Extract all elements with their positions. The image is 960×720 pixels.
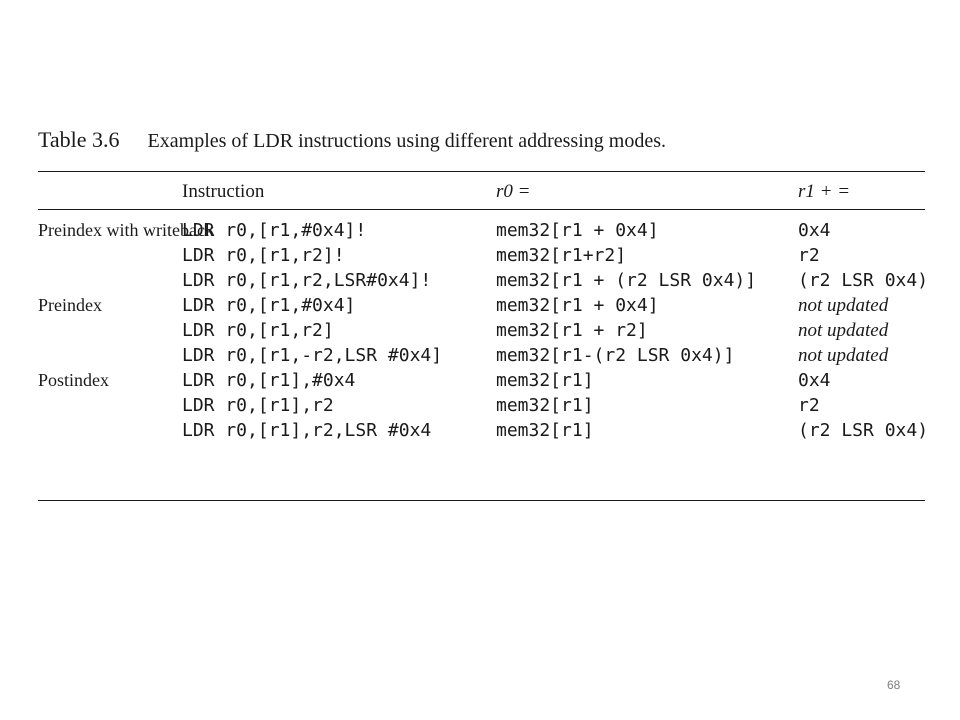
r1-update-cell: 0x4 (798, 370, 831, 391)
instruction-cell: LDR r0,[r1,#0x4] (182, 295, 356, 316)
instruction-cell: LDR r0,[r1,#0x4]! (182, 220, 367, 241)
r0-value-cell: mem32[r1 + 0x4] (496, 220, 659, 241)
header-instruction: Instruction (182, 180, 265, 202)
table-row: Preindex LDR r0,[r1,#0x4] mem32[r1 + 0x4] n… (38, 293, 925, 318)
mode-cell (38, 418, 182, 443)
mode-cell: Preindex (38, 295, 102, 315)
table-row: LDR r0,[r1],r2,LSR #0x4 mem32[r1] (r2 LSR … (38, 418, 929, 443)
instruction-cell: LDR r0,[r1,r2] (182, 320, 334, 341)
r1-update-cell: not updated (798, 295, 889, 316)
table-row: Postindex LDR r0,[r1],#0x4 mem32[r1] 0x4 (38, 368, 925, 393)
mode-cell (38, 318, 182, 343)
table-bottom-rule (38, 500, 925, 501)
r1-update-cell: (r2 LSR 0x4) (798, 420, 929, 441)
mode-cell (38, 243, 182, 268)
table-row: LDR r0,[r1,r2]! mem32[r1+r2] r2 (38, 243, 925, 268)
r1-update-cell: not updated (798, 345, 889, 366)
r1-update-cell: not updated (798, 320, 889, 341)
r1-update-cell: r2 (798, 245, 820, 266)
table-row: LDR r0,[r1,-r2,LSR #0x4] mem32[r1-(r2 LSR… (38, 343, 925, 368)
table-row: LDR r0,[r1],r2 mem32[r1] r2 (38, 393, 925, 418)
header-mode (38, 174, 182, 209)
instruction-cell: LDR r0,[r1],r2,LSR #0x4 (182, 420, 432, 441)
instruction-cell: LDR r0,[r1,r2]! (182, 245, 345, 266)
header-r1: r1 + = (798, 180, 851, 202)
table-number: Table 3.6 (38, 127, 120, 152)
page-number: 68 (887, 678, 901, 692)
r1-update-cell: (r2 LSR 0x4) (798, 270, 929, 291)
r1-update-cell: 0x4 (798, 220, 831, 241)
table-top-rule (38, 171, 925, 172)
r0-value-cell: mem32[r1 + 0x4] (496, 295, 659, 316)
mode-cell (38, 343, 182, 368)
r0-value-cell: mem32[r1 + (r2 LSR 0x4)] (496, 270, 757, 291)
mode-cell: Preindex with writeback (38, 220, 214, 240)
r0-value-cell: mem32[r1] (496, 370, 594, 391)
instruction-cell: LDR r0,[r1],r2 (182, 395, 334, 416)
ldr-addressing-table: Instruction r0 = r1 + = Preindex with wr… (38, 174, 929, 443)
header-r0: r0 = (496, 180, 531, 202)
r0-value-cell: mem32[r1] (496, 420, 594, 441)
mode-cell (38, 268, 182, 293)
instruction-cell: LDR r0,[r1,-r2,LSR #0x4] (182, 345, 443, 366)
mode-cell (38, 393, 182, 418)
r0-value-cell: mem32[r1-(r2 LSR 0x4)] (496, 345, 735, 366)
instruction-cell: LDR r0,[r1],#0x4 (182, 370, 356, 391)
table-title: Examples of LDR instructions using diffe… (147, 130, 666, 152)
r0-value-cell: mem32[r1] (496, 395, 594, 416)
table-row: LDR r0,[r1,r2] mem32[r1 + r2] not updated (38, 318, 925, 343)
table-header-rule (38, 209, 925, 210)
r0-value-cell: mem32[r1+r2] (496, 245, 627, 266)
r1-update-cell: r2 (798, 395, 820, 416)
table-header-row: Instruction r0 = r1 + = (38, 174, 925, 209)
r0-value-cell: mem32[r1 + r2] (496, 320, 648, 341)
table-row: LDR r0,[r1,r2,LSR#0x4]! mem32[r1 + (r2 LS… (38, 268, 929, 293)
mode-cell: Postindex (38, 370, 110, 390)
instruction-cell: LDR r0,[r1,r2,LSR#0x4]! (182, 270, 432, 291)
table-caption: Table 3.6 Examples of LDR instructions us… (38, 126, 666, 155)
